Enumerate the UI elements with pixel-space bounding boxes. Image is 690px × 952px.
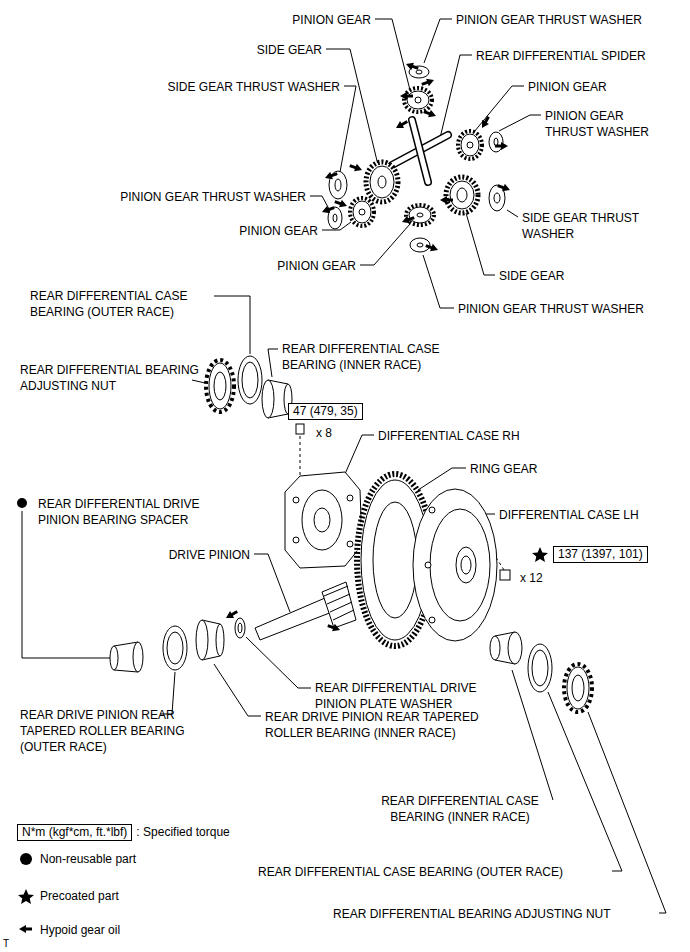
part-label: SIDE GEAR [257,42,322,58]
torque-box: N*m (kgf*cm, ft.*lbf) [17,824,132,841]
legend-text: Non-reusable part [40,851,136,867]
part-label: REAR DIFFERENTIAL CASE BEARING (OUTER RA… [30,288,215,320]
part-label: REAR DRIVE PINION REAR TAPERED ROLLER BE… [265,709,505,741]
torque-box: 137 (1397, 101) [553,546,648,563]
part-label: PINION GEAR THRUST WASHER [120,189,306,205]
part-label: REAR DIFFERENTIAL DRIVE PINION BEARING S… [38,496,238,528]
part-label: PINION GEAR [292,12,371,28]
part-label: REAR DRIVE PINION REAR TAPERED ROLLER BE… [20,707,185,755]
part-label: SIDE GEAR THRUST WASHER [168,79,340,95]
part-label: T [3,938,9,950]
part-label: REAR DIFFERENTIAL BEARING ADJUSTING NUT [333,906,611,922]
part-label: DIFFERENTIAL CASE RH [378,428,520,444]
part-label: PINION GEAR THRUST WASHER [545,108,670,140]
part-label: REAR DIFFERENTIAL CASE BEARING (OUTER RA… [258,864,563,880]
part-label: REAR DIFFERENTIAL CASE BEARING (INNER RA… [282,341,482,373]
part-label: REAR DIFFERENTIAL BEARING ADJUSTING NUT [20,362,200,394]
torque-value: 47 (479, 35) [293,404,358,418]
part-label: x 12 [520,570,543,586]
torque-box: 47 (479, 35) [288,403,363,420]
part-label: DIFFERENTIAL CASE LH [499,507,639,523]
part-label: x 8 [316,425,332,441]
part-label: PINION GEAR [277,258,356,274]
legend-text: Precoated part [40,888,119,904]
part-label: RING GEAR [470,461,537,477]
part-label: REAR DIFFERENTIAL SPIDER [476,48,646,64]
part-label: SIDE GEAR THRUST WASHER [522,210,662,242]
legend-text: Hypoid gear oil [40,922,120,938]
part-label: PINION GEAR THRUST WASHER [458,301,644,317]
torque-value: N*m (kgf*cm, ft.*lbf) [22,825,127,839]
part-label: DRIVE PINION [169,547,250,563]
part-label: REAR DIFFERENTIAL CASE BEARING (INNER RA… [365,793,555,825]
part-label: SIDE GEAR [499,268,564,284]
torque-value: 137 (1397, 101) [558,547,643,561]
part-label: PINION GEAR [528,79,607,95]
legend-text: : Specified torque [136,824,229,840]
part-label: REAR DIFFERENTIAL DRIVE PINION PLATE WAS… [315,680,500,712]
part-label: PINION GEAR THRUST WASHER [456,12,642,28]
part-label: PINION GEAR [239,223,318,239]
